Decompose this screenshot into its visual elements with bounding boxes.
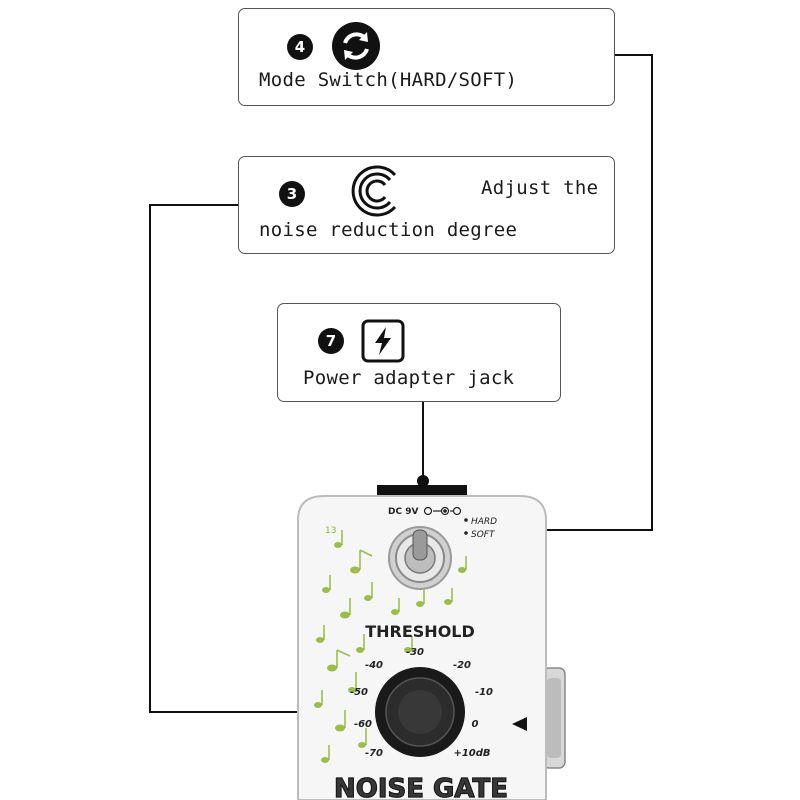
switch-label-hard: HARD (471, 517, 497, 527)
knob-label: THRESHOLD (365, 622, 475, 641)
pedal-name: NOISE GATE (334, 774, 508, 800)
refresh-icon (332, 22, 380, 70)
pedal-body (297, 495, 547, 800)
switch-label-soft: SOFT (471, 530, 496, 540)
callout-text: Power adapter jack (303, 367, 515, 389)
step-number-badge: 4 (287, 34, 313, 60)
scale-label: -50 (350, 687, 368, 698)
callout-mode-switch: 4 Mode Switch(HARD/SOFT) (238, 8, 615, 106)
scale-label: -20 (453, 660, 471, 671)
power-jack (377, 485, 467, 497)
leader-line-mode (470, 54, 653, 531)
callout-threshold: 3 Adjust the noise reduction degree (238, 156, 615, 254)
callout-text-right: Adjust the (481, 177, 599, 199)
scale-label: -30 (406, 647, 424, 658)
side-jack (542, 667, 566, 769)
lightning-icon (361, 319, 405, 363)
scale-label: -70 (365, 748, 383, 759)
mode-toggle-switch[interactable] (388, 526, 452, 590)
music-notes-decoration (314, 542, 466, 763)
corner-mark: 13 (325, 526, 336, 536)
dc-label: DC 9V (388, 507, 418, 517)
step-number-badge: 3 (279, 181, 305, 207)
indicator-arrow-icon (512, 717, 527, 731)
polarity-icon (423, 506, 462, 516)
pedal-name-shadow: NOISE GATE (334, 774, 508, 800)
callout-text: noise reduction degree (259, 219, 518, 241)
callout-text: Mode Switch(HARD/SOFT) (259, 69, 518, 91)
leader-line-threshold (149, 204, 405, 713)
scale-label: 0 (472, 719, 479, 730)
scale-label: -60 (354, 719, 372, 730)
scale-label: -40 (365, 660, 383, 671)
scale-label: +10dB (453, 748, 490, 759)
step-number-badge: 7 (318, 328, 344, 354)
callout-power-jack: 7 Power adapter jack (277, 303, 561, 402)
knob-c-icon (351, 165, 397, 217)
music-notes-stems (321, 530, 467, 760)
scale-label: -10 (475, 687, 493, 698)
threshold-knob[interactable] (375, 667, 465, 757)
